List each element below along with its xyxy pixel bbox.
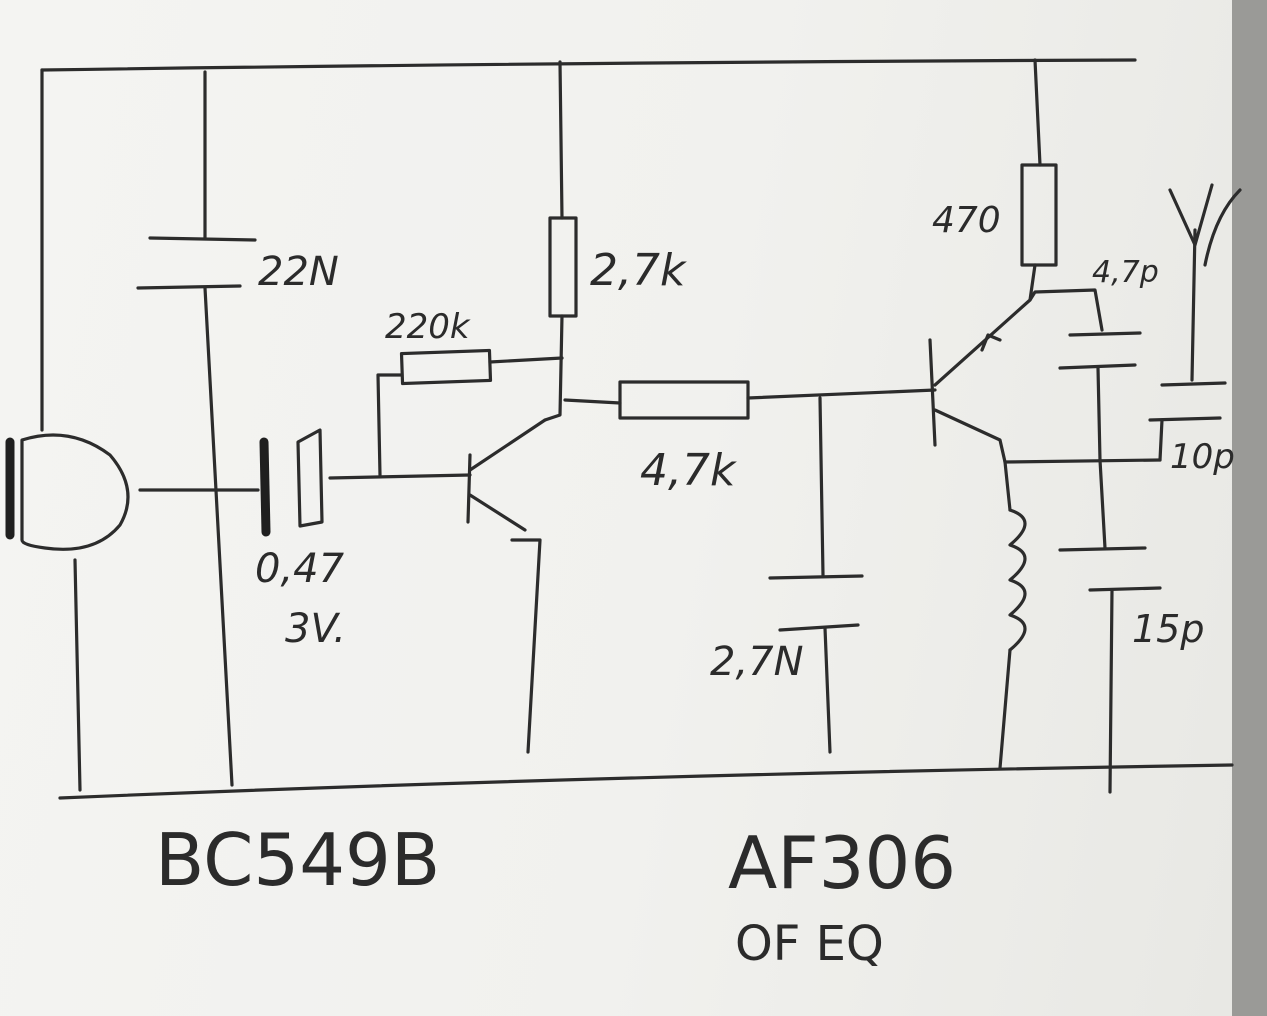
- resistor-470: [1020, 58, 1104, 332]
- resistor-2-7k: [543, 60, 578, 422]
- label-3v: 3V.: [285, 606, 346, 652]
- bottom-rail: [58, 763, 1234, 800]
- label-0-47: 0,47: [255, 546, 345, 592]
- desk-background: [1232, 0, 1267, 1016]
- inductor-coil: [998, 458, 1162, 770]
- capacitor-4-7p: [1058, 331, 1142, 462]
- label-470: 470: [932, 200, 1001, 241]
- top-rail: [40, 58, 1137, 72]
- label-4-7p: 4,7p: [1092, 255, 1159, 290]
- capacitor-15p: [1058, 458, 1162, 794]
- label-4-7k: 4,7k: [640, 445, 737, 496]
- capacitor-0-47: [259, 428, 472, 537]
- label-bc549b: BC549B: [155, 818, 440, 902]
- label-af306: AF306: [728, 821, 956, 905]
- transistor-bc549b: [466, 418, 547, 754]
- antenna-icon: [1168, 183, 1242, 382]
- microphone: [5, 68, 260, 792]
- capacitor-22n: [136, 70, 257, 787]
- transistor-af306: [928, 298, 1032, 464]
- resistor-4-7k: [563, 380, 937, 420]
- capacitor-2-7n: [768, 396, 864, 754]
- label-2-7n: 2,7N: [710, 639, 804, 685]
- label-15p: 15p: [1132, 607, 1204, 651]
- label-220k: 220k: [385, 307, 471, 347]
- label-10p: 10p: [1170, 437, 1235, 477]
- label-22n: 22N: [258, 249, 339, 295]
- label-of-eq: OF EQ: [735, 916, 884, 972]
- capacitor-10p: [1148, 381, 1227, 462]
- resistor-220k: [376, 348, 564, 477]
- label-2-7k: 2,7k: [590, 245, 687, 296]
